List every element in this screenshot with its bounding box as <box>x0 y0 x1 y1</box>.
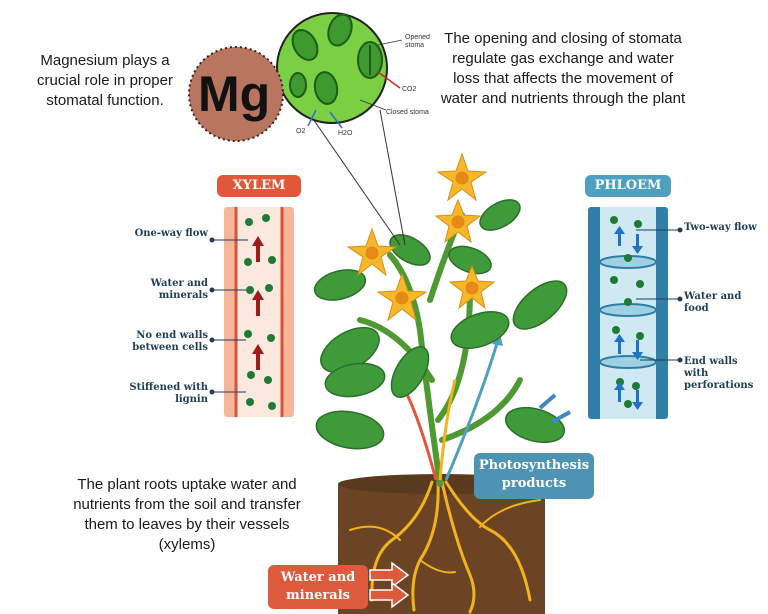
flower <box>346 227 398 277</box>
phloem-vessel <box>588 207 683 419</box>
phloem-label-flow: Two-way flow <box>684 222 757 233</box>
xylem-title: XYLEM <box>217 175 301 197</box>
phloem-label-food: Water and food <box>684 291 742 314</box>
vessel-arrows <box>400 334 503 481</box>
xylem-label-walls: No end walls between cells <box>132 330 208 353</box>
flower <box>436 152 488 202</box>
phloem-label-walls: End walls with perforations <box>684 356 754 391</box>
roots-caption: The plant roots uptake water and nutrien… <box>73 476 301 553</box>
o2-label: O2 <box>296 128 306 135</box>
flower <box>376 272 428 322</box>
water-minerals-box: Water and minerals <box>268 565 368 609</box>
xylem-label-flow: One-way flow <box>134 228 208 239</box>
zoom-lines <box>299 99 406 246</box>
water-inflow-arrows <box>369 561 410 609</box>
h2o-label: H2O <box>338 130 353 137</box>
co2-label: CO2 <box>402 86 417 93</box>
xylem-label-lignin: Stiffened with lignin <box>129 382 208 405</box>
magnesium-symbol: Mg <box>198 66 271 122</box>
xylem-vessel <box>209 207 294 417</box>
phloem-title: PHLOEM <box>585 175 671 197</box>
flower <box>434 198 482 244</box>
magnesium-circle <box>188 46 284 142</box>
flowers <box>346 152 496 322</box>
flower <box>448 264 496 310</box>
opened-stoma-label: Opened stoma <box>405 34 430 49</box>
leaves <box>313 199 568 450</box>
closed-stoma-label: Closed stoma <box>386 109 429 116</box>
stomata-caption: The opening and closing of stomata regul… <box>440 30 686 107</box>
stomata-magnifier <box>276 12 403 129</box>
magnesium-caption: Magnesium plays a crucial role in proper… <box>37 52 173 109</box>
photosynthesis-products-box: Photosynthesis products <box>474 453 594 499</box>
xylem-label-water: Water and minerals <box>150 278 208 301</box>
light-arrows <box>538 393 571 424</box>
